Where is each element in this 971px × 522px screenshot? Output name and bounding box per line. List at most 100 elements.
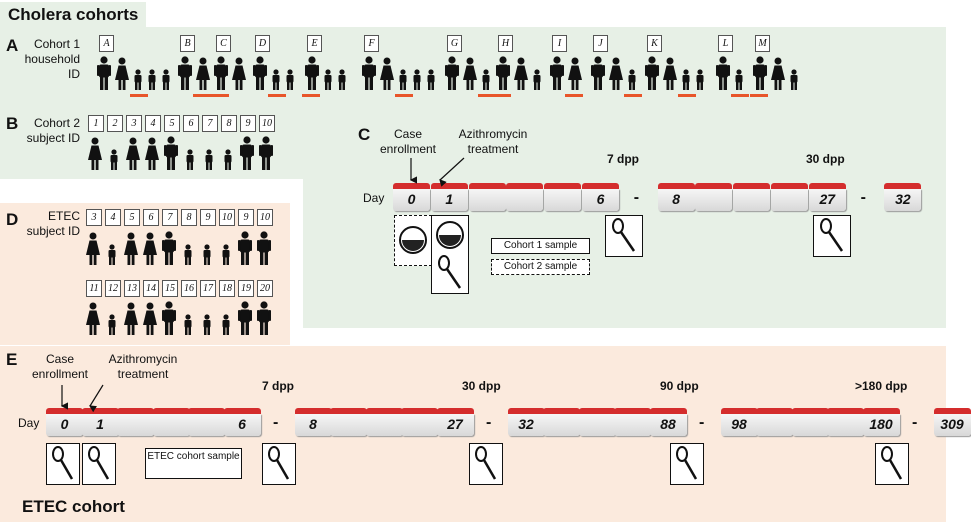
subject-id-box: 17: [200, 280, 216, 297]
e-day-label: Day: [18, 416, 40, 430]
subject-id-box: 10: [259, 115, 275, 132]
index-case-underline: [211, 94, 229, 97]
e-day-number: 8: [309, 416, 317, 432]
c-range-dash: -: [860, 189, 866, 206]
subject-id-box: 5: [164, 115, 180, 132]
subject-icon: [88, 137, 102, 170]
subject-icon: [184, 314, 192, 335]
subject-id-box: 4: [105, 209, 121, 226]
subject-id-box: 8: [221, 115, 237, 132]
e-calendar-day: 8: [294, 408, 332, 436]
subject-icon: [124, 232, 138, 265]
e-legend-etec-sample: ETEC cohort sample: [145, 448, 242, 479]
e-day-number: 0: [60, 416, 69, 432]
subject-id-box: 9: [200, 209, 216, 226]
subject-icon: [143, 302, 157, 335]
subject-id-box: 12: [105, 280, 121, 297]
c-legend-cohort1: Cohort 1 sample: [491, 238, 590, 254]
e-calendar-day: [117, 408, 154, 436]
household-member-icon: [716, 56, 730, 90]
household-member-icon: [482, 69, 490, 90]
e-azithro-arrow: [88, 384, 104, 413]
e-180dpp-sample-box: [875, 443, 909, 485]
household-member-icon: [362, 56, 376, 90]
swab-icon: [52, 446, 74, 480]
c-calendar-day: 6: [582, 183, 619, 211]
index-case-underline: [478, 94, 496, 97]
subject-id-box: 11: [86, 280, 102, 297]
household-member-icon: [591, 56, 605, 90]
subject-icon: [108, 314, 116, 335]
subject-icon: [108, 244, 116, 265]
index-case-underline: [624, 94, 642, 97]
subject-id-box: 3: [86, 209, 102, 226]
e-7dpp-sample-box: [262, 443, 296, 485]
subject-icon: [257, 301, 271, 335]
c-legend-cohort2: Cohort 2 sample: [491, 259, 590, 275]
e-day-number: 98: [731, 416, 747, 432]
e-range-dash: -: [486, 414, 492, 431]
household-member-icon: [134, 69, 142, 90]
c-azithro-arrow: [439, 157, 465, 187]
e-range-dash: -: [699, 414, 705, 431]
household-member-icon: [196, 57, 210, 90]
e-day-number: 27: [447, 416, 463, 432]
c-day-number: 1: [445, 191, 454, 207]
subject-icon: [224, 149, 232, 170]
swab-icon: [676, 446, 698, 480]
household-id-box: J: [593, 35, 608, 52]
household-id-box: I: [552, 35, 567, 52]
swab-icon: [475, 446, 497, 480]
subject-icon: [126, 137, 140, 170]
household-id-box: H: [498, 35, 513, 52]
household-member-icon: [178, 56, 192, 90]
household-member-icon: [324, 69, 332, 90]
subject-id-box: 18: [219, 280, 235, 297]
cohort1-household-label: Cohort 1 household ID: [24, 37, 80, 81]
household-member-icon: [533, 69, 541, 90]
panel-letter-d: D: [6, 210, 19, 229]
subject-icon: [240, 136, 254, 170]
household-member-icon: [735, 69, 743, 90]
household-member-icon: [771, 57, 785, 90]
stool-cup-icon: [399, 226, 427, 254]
household-member-icon: [568, 57, 582, 90]
c-calendar-day: [771, 183, 808, 211]
panel-letter-e: E: [6, 350, 18, 369]
household-id-box: F: [364, 35, 379, 52]
cholera-region-top: [0, 27, 946, 179]
e-calendar-day: [152, 408, 190, 436]
household-member-icon: [305, 56, 319, 90]
household-member-icon: [162, 69, 170, 90]
subject-icon: [164, 136, 178, 170]
c-day1-sample-box: [431, 215, 469, 294]
subject-id-box: 14: [143, 280, 159, 297]
household-member-icon: [682, 69, 690, 90]
e-calendar-day: 32: [507, 408, 545, 436]
subject-id-box: 7: [202, 115, 218, 132]
subject-icon: [238, 301, 252, 335]
subject-icon: [124, 302, 138, 335]
household-id-box: L: [718, 35, 733, 52]
e-day-number: 309: [940, 416, 964, 432]
household-member-icon: [696, 69, 704, 90]
e-30dpp-sample-box: [469, 443, 503, 485]
household-member-icon: [496, 56, 510, 90]
c-calendar-day: 8: [657, 183, 695, 211]
cholera-cohorts-title: Cholera cohorts: [0, 2, 147, 28]
household-member-icon: [253, 56, 267, 90]
e-calendar-day: 88: [649, 408, 687, 436]
c-calendar-day: [695, 183, 733, 211]
cohort2-subject-label: Cohort 2 subject ID: [26, 116, 80, 145]
e-calendar-day: 27: [436, 408, 474, 436]
subject-icon: [205, 149, 213, 170]
swab-icon: [820, 218, 844, 252]
subject-id-box: 9: [238, 209, 254, 226]
e-calendar-day: [188, 408, 225, 436]
e-calendar-day: [543, 408, 580, 436]
household-id-box: B: [180, 35, 195, 52]
index-case-underline: [750, 94, 768, 97]
subject-icon: [203, 314, 211, 335]
e-calendar-day: 309: [933, 408, 971, 436]
household-id-box: K: [647, 35, 662, 52]
